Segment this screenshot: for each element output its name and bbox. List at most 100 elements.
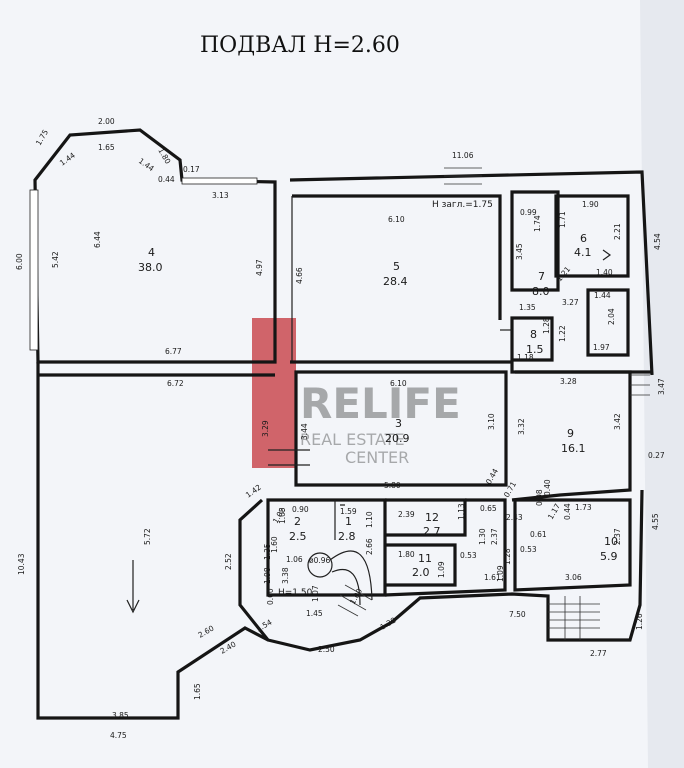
dimension-label: 3.42 bbox=[613, 413, 622, 430]
dimension-label: 2.66 bbox=[365, 538, 374, 555]
dimension-label: 0.99 bbox=[520, 208, 537, 217]
dimension-label: 1.18 bbox=[517, 353, 534, 362]
dimension-label: 2.37 bbox=[613, 528, 622, 545]
dimension-label: 3.06 bbox=[565, 573, 582, 582]
room-5: 5 28.4 bbox=[383, 260, 408, 288]
svg-text:28.4: 28.4 bbox=[383, 275, 408, 288]
svg-text:8: 8 bbox=[530, 328, 537, 341]
svg-text:2: 2 bbox=[294, 515, 301, 528]
svg-text:5.9: 5.9 bbox=[600, 550, 618, 563]
svg-text:3: 3 bbox=[395, 417, 402, 430]
svg-text:4: 4 bbox=[148, 246, 155, 259]
dimension-label: 3.32 bbox=[517, 418, 526, 435]
dimension-label: 1.98 bbox=[263, 567, 272, 584]
svg-text:2.8: 2.8 bbox=[338, 530, 356, 543]
dimension-label: 0.44 bbox=[563, 503, 572, 520]
room-6: 6 4.1 bbox=[574, 232, 592, 259]
dimension-label: 0.53 bbox=[520, 545, 537, 554]
svg-text:16.1: 16.1 bbox=[561, 442, 586, 455]
dimension-label: 6.10 bbox=[390, 379, 407, 388]
svg-text:5: 5 bbox=[393, 260, 400, 273]
dimension-label: 1.10 bbox=[365, 511, 374, 528]
dimension-label: 1.80 bbox=[398, 550, 415, 559]
walls bbox=[29, 128, 654, 720]
dimension-label: 2.50 bbox=[318, 645, 335, 654]
dimension-label: 0.44 bbox=[158, 175, 175, 184]
dimension-label: 4.75 bbox=[110, 731, 127, 740]
dimension-label: 2.04 bbox=[607, 308, 616, 325]
dimension-label: 4.97 bbox=[255, 259, 264, 276]
room-3: 3 20.9 bbox=[385, 417, 410, 445]
room-2: 2 2.5 bbox=[289, 515, 307, 543]
dimension-label: 1.05 bbox=[278, 507, 287, 524]
dimension-label: 1.07 bbox=[311, 585, 320, 602]
dimension-label: 3.29 bbox=[261, 420, 270, 437]
svg-text:38.0: 38.0 bbox=[138, 261, 163, 274]
dimension-label: 1.30 bbox=[478, 528, 487, 545]
svg-text:1.5: 1.5 bbox=[526, 343, 544, 356]
note-h-stair: Н=1.50 bbox=[278, 588, 313, 598]
dimension-label: 3.10 bbox=[487, 413, 496, 430]
dimension-label: 1.90 bbox=[582, 200, 599, 209]
dimension-label: 0.53 bbox=[460, 551, 477, 560]
room-11: 11 2.0 bbox=[412, 552, 432, 579]
svg-text:12: 12 bbox=[425, 511, 439, 524]
room-9: 9 16.1 bbox=[561, 427, 586, 455]
room-12: 12 2.7 bbox=[423, 511, 441, 538]
room-1: 1 2.8 bbox=[338, 515, 356, 543]
svg-text:8.0: 8.0 bbox=[532, 285, 550, 298]
dimension-label: 11.06 bbox=[452, 151, 474, 160]
dimension-label: 6.77 bbox=[165, 347, 182, 356]
dimension-label: 5.72 bbox=[143, 528, 152, 545]
svg-text:2.0: 2.0 bbox=[412, 566, 430, 579]
watermark-line2: CENTER bbox=[345, 448, 409, 467]
dimension-label: 1.09 bbox=[496, 565, 505, 582]
dimension-label: 1.09 bbox=[437, 561, 446, 578]
room-10: 10 5.9 bbox=[600, 535, 618, 563]
svg-text:1: 1 bbox=[345, 515, 352, 528]
watermark-brand: RELIFE bbox=[300, 379, 461, 428]
dimension-label: 2.77 bbox=[590, 649, 607, 658]
dimension-label: 1.35 bbox=[519, 303, 536, 312]
room-labels: 4 38.0 5 28.4 6 4.1 7 8.0 8 1.5 3 20.9 9… bbox=[138, 232, 618, 579]
note-column: ø0.96 bbox=[309, 556, 331, 565]
dimension-label: 7.50 bbox=[509, 610, 526, 619]
dimension-label: 3.28 bbox=[560, 377, 577, 386]
svg-text:20.9: 20.9 bbox=[385, 432, 410, 445]
dimension-label: 0.40 bbox=[543, 479, 552, 496]
dimension-label: 1.28 bbox=[542, 317, 551, 334]
dimension-label: 4.66 bbox=[295, 267, 304, 284]
dimension-label: 3.38 bbox=[281, 567, 290, 584]
dimension-label: 1.45 bbox=[306, 609, 323, 618]
dimension-label: 0.08 bbox=[535, 489, 544, 506]
dimension-label: 3.13 bbox=[212, 191, 229, 200]
dimension-label: 2.43 bbox=[506, 513, 523, 522]
dimension-label: 1.71 bbox=[558, 211, 567, 228]
dimension-label: 5.42 bbox=[51, 251, 60, 268]
svg-text:10: 10 bbox=[604, 535, 618, 548]
dimension-label: 1.97 bbox=[593, 343, 610, 352]
room-8: 8 1.5 bbox=[526, 328, 544, 356]
dimension-label: 3.45 bbox=[515, 243, 524, 260]
svg-text:9: 9 bbox=[567, 427, 574, 440]
svg-text:2.7: 2.7 bbox=[423, 525, 441, 538]
dimension-label: 3.47 bbox=[657, 378, 666, 395]
dimension-label: 1.28 bbox=[503, 548, 512, 565]
dimension-label: 0.61 bbox=[530, 530, 547, 539]
dimension-label: 1.59 bbox=[340, 507, 357, 516]
dimension-label: 4.55 bbox=[651, 513, 660, 530]
dimension-label: 3.85 bbox=[112, 711, 129, 720]
dimension-label: 2.37 bbox=[490, 528, 499, 545]
note-h-zagl: Н загл.=1.75 bbox=[432, 200, 493, 210]
svg-text:2.5: 2.5 bbox=[289, 530, 307, 543]
dimension-label: 1.44 bbox=[594, 291, 611, 300]
dimension-label: 6.72 bbox=[167, 379, 184, 388]
dimension-label: 3.27 bbox=[562, 298, 579, 307]
dimension-label: 1.22 bbox=[558, 325, 567, 342]
svg-text:6: 6 bbox=[580, 232, 587, 245]
svg-text:4.1: 4.1 bbox=[574, 246, 592, 259]
room-4: 4 38.0 bbox=[138, 246, 163, 274]
dimension-label: 2.00 bbox=[98, 117, 115, 126]
